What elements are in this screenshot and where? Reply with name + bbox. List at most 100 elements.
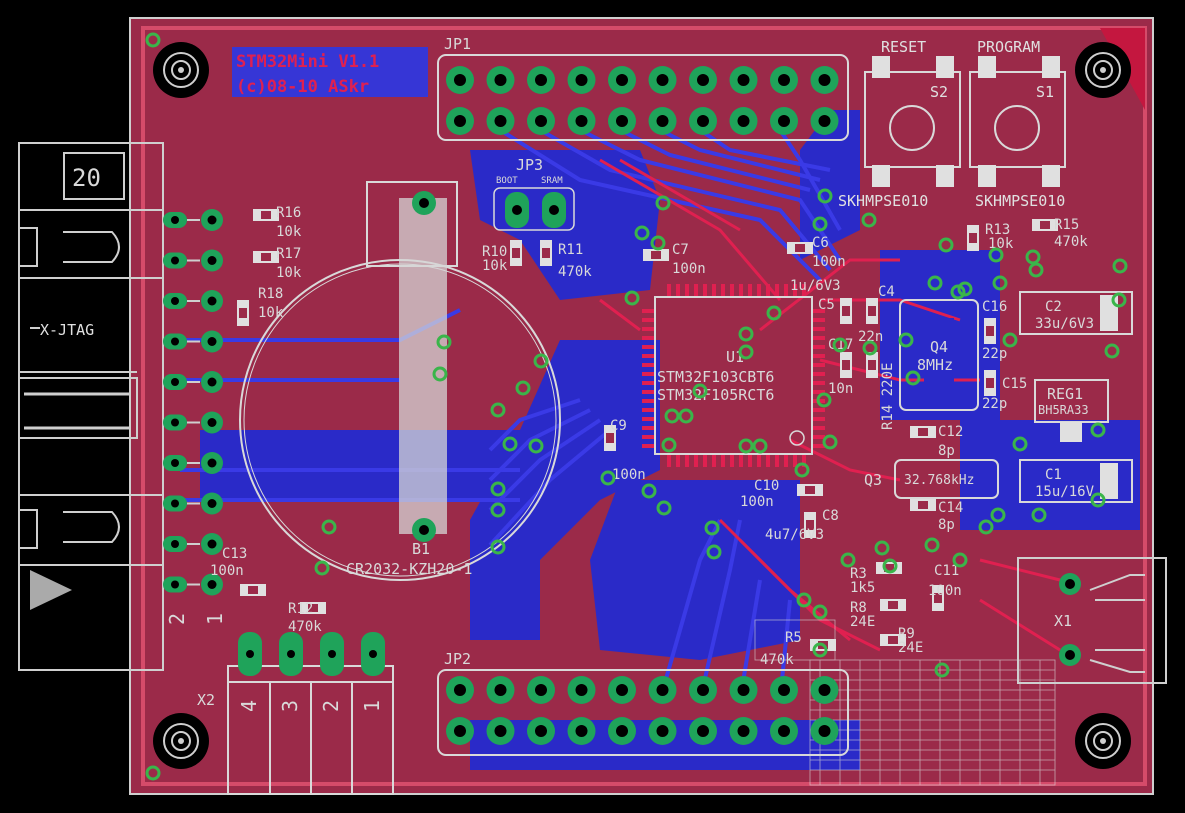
- component-ref: C2: [1045, 299, 1062, 315]
- jp1-outline: [437, 54, 849, 141]
- component-value: 470k: [1054, 234, 1088, 250]
- component-ref: R9: [898, 626, 915, 642]
- component-value: 33u/6V3: [1035, 316, 1094, 332]
- usb-connector: [1017, 557, 1167, 684]
- component-value: 10n: [828, 381, 853, 397]
- component-ref: C4: [878, 284, 895, 300]
- title-background: [232, 47, 428, 97]
- via: [812, 604, 828, 620]
- component-value: 100n: [612, 467, 646, 483]
- x2-pin-1: 1: [360, 700, 384, 712]
- top-traces: [599, 158, 1061, 652]
- via: [490, 502, 506, 518]
- jp2-pads: [446, 676, 839, 745]
- component-ref: R18: [258, 286, 283, 302]
- component-ref: R13: [985, 222, 1010, 238]
- via: [738, 344, 754, 360]
- component-ref: C6: [812, 235, 829, 251]
- title-line-2: (c)08-10 ASkr: [236, 77, 369, 97]
- via: [515, 380, 531, 396]
- via: [817, 188, 833, 204]
- mcu-package: [642, 284, 825, 467]
- via: [1012, 436, 1028, 452]
- via: [952, 552, 968, 568]
- mount-hole-top-right: [1075, 42, 1131, 98]
- smd-components: R1610kR1710kR1810kR1010kR11470kC7100nC61…: [210, 205, 1095, 668]
- via: [861, 212, 877, 228]
- component-ref: C11: [934, 563, 959, 579]
- via: [992, 275, 1008, 291]
- via: [706, 544, 722, 560]
- jp3-outline: [493, 187, 575, 231]
- mounting-holes: [153, 42, 1131, 769]
- crystal-q3-outline: [894, 459, 999, 499]
- via: [812, 216, 828, 232]
- component-ref: C7: [672, 242, 689, 258]
- regulator-ref: REG1: [1047, 385, 1083, 403]
- reset-label: RESET: [881, 38, 926, 56]
- component-value: 8p: [938, 443, 955, 459]
- component-value: 10k: [276, 265, 302, 281]
- jtag-pin-two-label: 2: [165, 613, 189, 625]
- component-ref: R8: [850, 600, 867, 616]
- via: [957, 281, 973, 297]
- component-ref: R12: [288, 601, 313, 617]
- via: [1090, 422, 1106, 438]
- component-value: 100n: [740, 494, 774, 510]
- via: [950, 284, 966, 300]
- via: [1028, 262, 1044, 278]
- battery-ref: B1: [412, 540, 430, 558]
- via: [766, 305, 782, 321]
- component-value: 470k: [288, 619, 322, 635]
- component-ref: R3: [850, 566, 867, 582]
- x2-pin-2: 2: [319, 700, 343, 712]
- jp1-pads: [446, 66, 839, 135]
- x2-pin-3: 3: [278, 700, 302, 712]
- jp2-label: JP2: [444, 650, 471, 668]
- jp1-label: JP1: [444, 35, 471, 53]
- via: [641, 483, 657, 499]
- jtag-pin1-arrow-icon: [30, 570, 72, 610]
- component-value: 22p: [982, 396, 1007, 412]
- mount-hole-bottom-left: [153, 713, 209, 769]
- via: [502, 436, 518, 452]
- x2-ref: X2: [197, 691, 215, 709]
- component-ref: R17: [276, 246, 301, 262]
- jtag-label: X-JTAG: [40, 321, 94, 339]
- via: [490, 481, 506, 497]
- component-value: 100n: [672, 261, 706, 277]
- jtag-pads: [163, 209, 223, 596]
- via: [624, 290, 640, 306]
- via: [704, 520, 720, 536]
- via: [145, 765, 161, 781]
- via: [692, 383, 708, 399]
- reset-ref: S2: [930, 83, 948, 101]
- via: [898, 332, 914, 348]
- via: [796, 592, 812, 608]
- component-value: 1k5: [850, 580, 875, 596]
- via: [832, 337, 848, 353]
- reset-button-footprint: [864, 56, 961, 187]
- via: [822, 434, 838, 450]
- via: [664, 408, 680, 424]
- via: [1112, 258, 1128, 274]
- via: [990, 507, 1006, 523]
- via: [812, 642, 828, 658]
- component-ref: C8: [822, 508, 839, 524]
- component-ref: C16: [982, 299, 1007, 315]
- hatched-area: [754, 619, 1056, 786]
- board-edge-inner: [141, 26, 1147, 786]
- via: [978, 519, 994, 535]
- component-value: 24E: [850, 614, 875, 630]
- via: [490, 539, 506, 555]
- via: [738, 438, 754, 454]
- crystal-q3-ref: Q3: [864, 471, 882, 489]
- via: [1031, 507, 1047, 523]
- via: [314, 560, 330, 576]
- via: [1111, 292, 1127, 308]
- via: [600, 470, 616, 486]
- crystal-q4-ref: Q4: [930, 338, 948, 356]
- jtag-connector: [18, 142, 164, 671]
- battery-holder: [239, 181, 561, 581]
- via: [490, 402, 506, 418]
